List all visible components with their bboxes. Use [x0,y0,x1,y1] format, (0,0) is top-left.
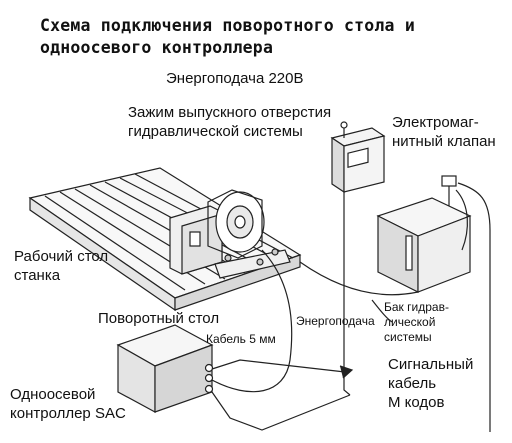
label-cable-5m: Кабель 5 мм [206,332,276,346]
sac-controller-drawing [116,324,214,414]
title-line-2: одноосевого контроллера [40,38,274,57]
label-controller-line-1: Одноосевой [10,386,96,403]
label-controller-line-2: контроллер SAC [10,405,126,422]
label-table-line-2: станка [14,267,61,284]
label-clamp-line-1: Зажим выпускного отверстия [128,104,332,121]
label-valve-line-1: Электромаг- [392,114,479,131]
rotary-table-drawing [169,189,291,279]
label-signal-line-1: Сигнальный [388,356,474,373]
label-rotary-table: Поворотный стол [98,310,220,327]
label-power-small: Энергоподача [296,314,375,328]
label-tank-line-1: Бак гидрав- [384,300,449,314]
label-valve-line-2: нитный клапан [392,133,496,150]
label-table-line-1: Рабочий стол [14,248,109,265]
title-line-1: Схема подключения поворотного стола и [40,16,415,35]
valve-box-drawing [330,121,386,194]
label-signal-line-3: M кодов [388,394,445,411]
hydraulic-tank-drawing [376,175,472,293]
label-power-supply: Энергоподача 220В [166,70,304,87]
label-signal-line-2: кабель [388,375,437,392]
label-tank-line-2: лической [384,315,436,329]
cables [211,182,491,432]
label-tank-line-3: системы [384,330,432,344]
label-clamp-line-2: гидравлической системы [128,123,303,140]
